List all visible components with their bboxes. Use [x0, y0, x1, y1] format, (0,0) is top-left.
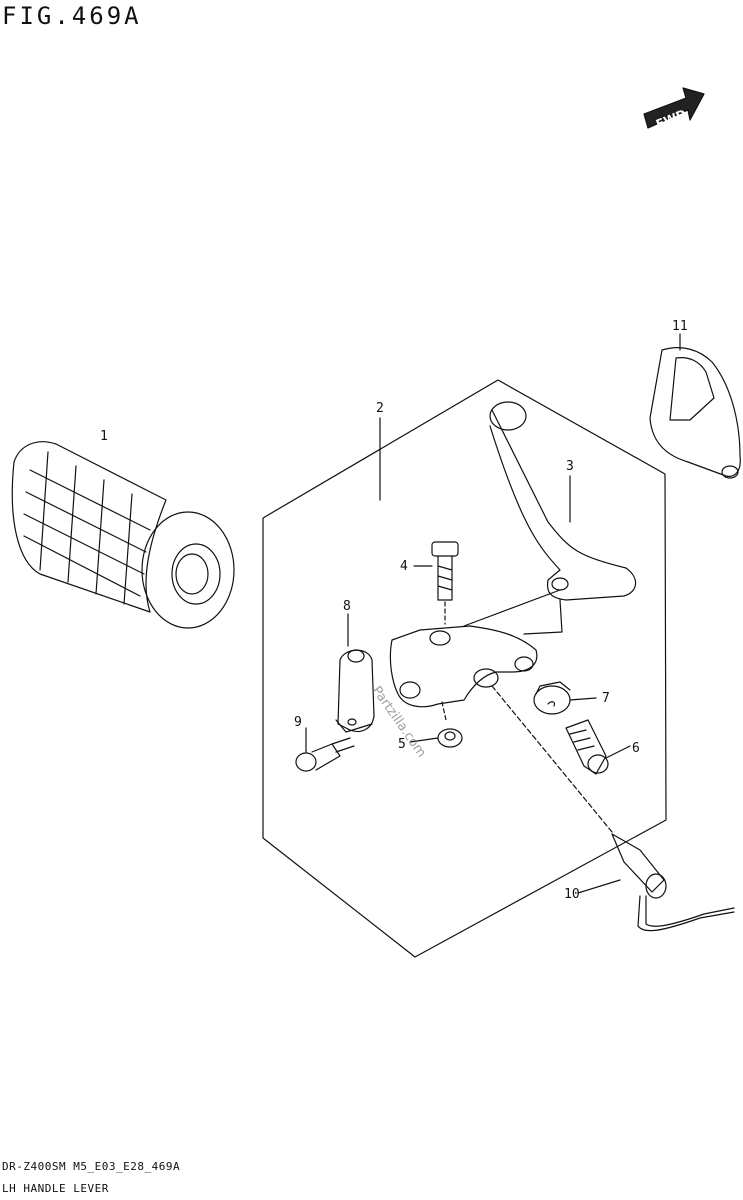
callout-10: 10: [564, 887, 580, 902]
part-adjuster-nut: [533, 681, 571, 715]
forward-arrow-icon: [643, 87, 705, 129]
figure-code: DR-Z400SM M5_E03_E28_469A: [2, 1160, 181, 1173]
callout-5: 5: [398, 737, 406, 752]
callout-4: 4: [400, 559, 408, 574]
callout-11: 11: [672, 319, 688, 334]
callout-7: 7: [602, 691, 610, 706]
callout-8: 8: [343, 599, 351, 614]
figure-name: LH HANDLE LEVER: [2, 1182, 109, 1195]
part-bolt-4: [431, 541, 459, 625]
kit-outline: [262, 379, 667, 958]
callout-3: 3: [566, 459, 574, 474]
callout-9: 9: [294, 715, 302, 730]
part-bolt-9: [295, 737, 355, 772]
part-clamp: [335, 649, 375, 733]
callouts: 1 2 3 4 5 6 7 8 9 10 11: [100, 319, 688, 902]
callout-2: 2: [376, 401, 384, 416]
part-grip: [11, 441, 235, 629]
callout-6: 6: [632, 741, 640, 756]
callout-1: 1: [100, 429, 108, 444]
part-perch: [389, 589, 561, 748]
part-cover: [649, 347, 741, 479]
part-clutch-lever: [489, 401, 637, 635]
part-adjuster-bolt: [565, 719, 609, 775]
figure-title: FIG.469A: [2, 2, 142, 30]
part-clutch-switch: [491, 685, 735, 932]
leader-lines: [305, 333, 681, 894]
